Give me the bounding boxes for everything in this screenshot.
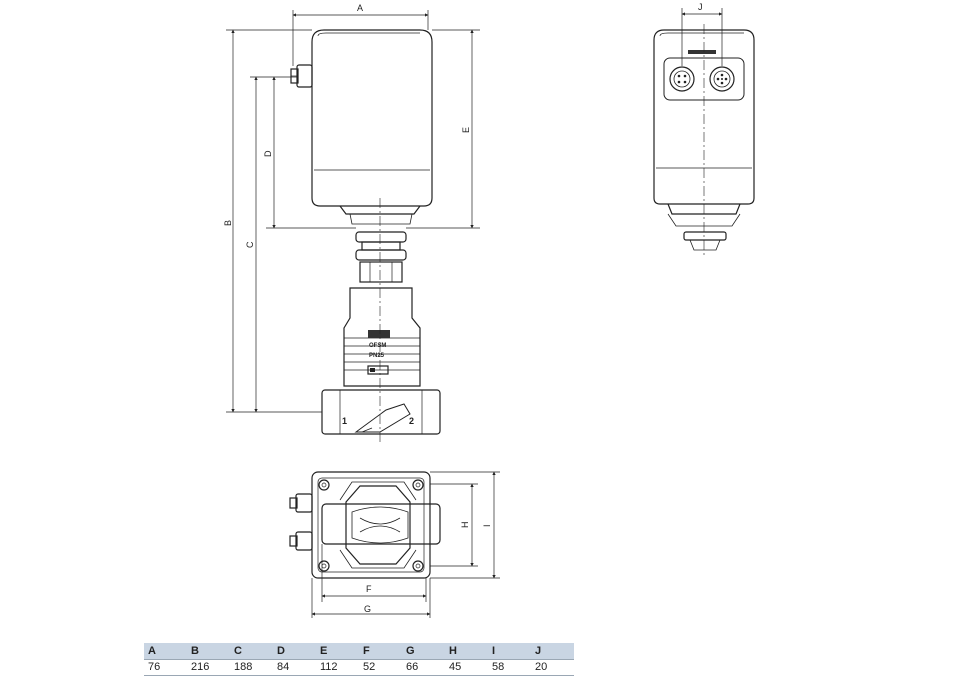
front-dimensions [226, 10, 480, 413]
dim-label-i: I [482, 524, 492, 527]
dim-label-c: C [245, 241, 255, 248]
dim-label-f: F [366, 584, 372, 594]
valve-body [321, 389, 441, 435]
value-i: 58 [488, 659, 531, 676]
side-connector [290, 64, 313, 88]
col-header-a: A [144, 643, 187, 660]
col-header-e: E [316, 643, 359, 660]
connector-m12-left [669, 66, 695, 92]
technical-drawing: OFSM PN25 1 2 A B C D E [223, 2, 755, 618]
col-header-i: I [488, 643, 531, 660]
value-c: 188 [230, 659, 273, 676]
stem-coupling [355, 231, 407, 283]
dim-label-e: E [461, 127, 471, 133]
top-dimensions [311, 471, 500, 618]
col-header-j: J [531, 643, 574, 660]
front-view [290, 29, 441, 444]
dim-label-h: H [460, 522, 470, 529]
dim-label-a: A [357, 3, 363, 13]
col-header-b: B [187, 643, 230, 660]
dimension-table: A B C D E F G H I J 76 216 188 84 112 52… [144, 643, 574, 676]
valve-model-marking: OFSM [369, 343, 386, 349]
value-b: 216 [187, 659, 230, 676]
col-header-g: G [402, 643, 445, 660]
top-connector-upper [289, 493, 313, 513]
valve-rating-marking: PN25 [369, 353, 385, 359]
value-h: 45 [445, 659, 488, 676]
valve-bonnet [343, 287, 421, 387]
dim-label-j: J [698, 2, 703, 12]
col-header-f: F [359, 643, 402, 660]
value-e: 112 [316, 659, 359, 676]
col-header-h: H [445, 643, 488, 660]
actuator-housing [311, 29, 433, 225]
value-g: 66 [402, 659, 445, 676]
side-view [653, 24, 755, 256]
dimension-table-header: A B C D E F G H I J [144, 643, 574, 660]
value-a: 76 [144, 659, 187, 676]
dim-label-b: B [223, 220, 233, 226]
dim-label-g: G [364, 604, 371, 614]
col-header-d: D [273, 643, 316, 660]
value-f: 52 [359, 659, 402, 676]
top-view [289, 471, 441, 579]
dimension-table-values: 76 216 188 84 112 52 66 45 58 20 [144, 659, 574, 676]
top-connector-lower [289, 531, 313, 551]
col-header-c: C [230, 643, 273, 660]
value-d: 84 [273, 659, 316, 676]
value-j: 20 [531, 659, 574, 676]
dim-label-d: D [263, 150, 273, 157]
port-in-label: 1 [342, 416, 347, 426]
side-dimensions [681, 8, 723, 66]
port-out-label: 2 [409, 416, 414, 426]
connector-m12-right [709, 66, 735, 92]
